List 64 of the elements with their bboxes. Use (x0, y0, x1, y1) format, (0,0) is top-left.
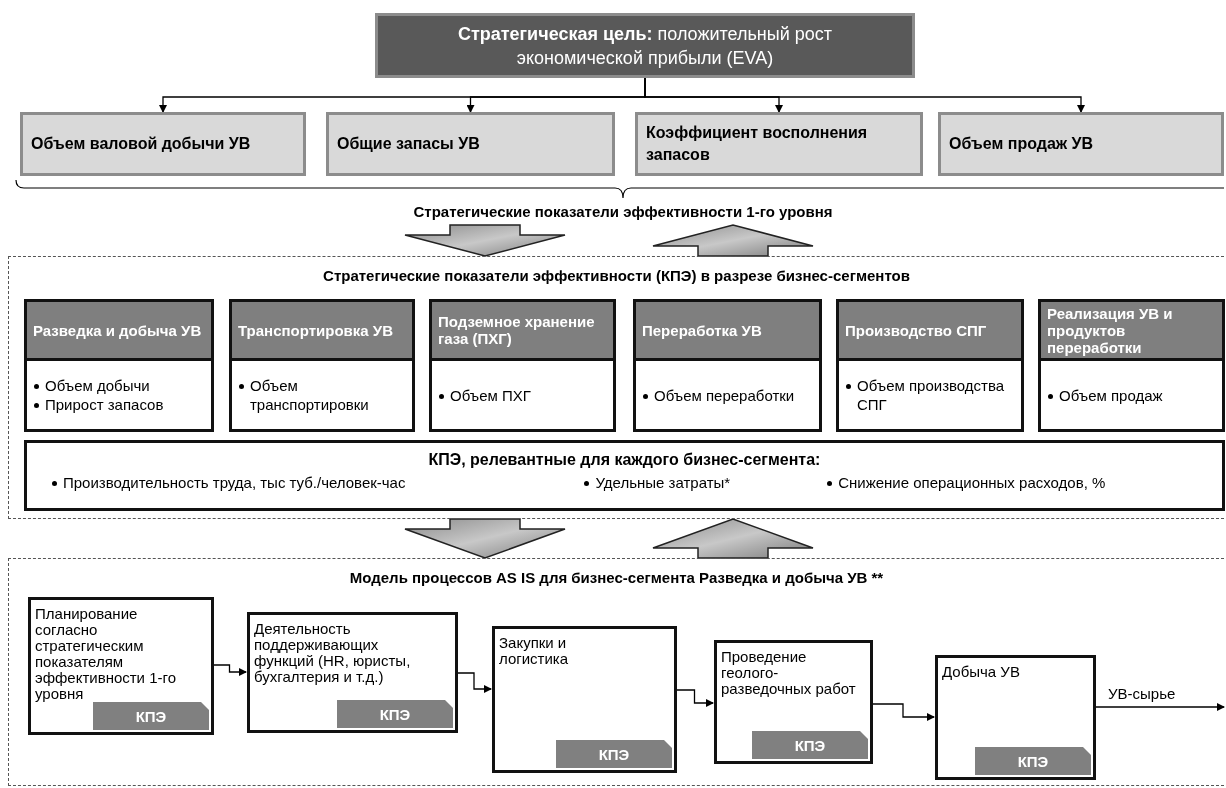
bullet-item: Производительность труда, тыс туб./человек-час (63, 474, 406, 491)
bullet-item: Объем ПХГ (450, 386, 531, 404)
arrow (1094, 703, 1225, 711)
segment-header: Подземное хранение газа (ПХГ) (432, 302, 613, 361)
dashed-section (8, 558, 1224, 786)
process-box (247, 612, 458, 733)
bullet-item: Снижение операционных расходов, % (838, 474, 1106, 491)
segment-box (229, 299, 415, 432)
kpi-tab: КПЭ (337, 700, 453, 728)
kpi-box (938, 112, 1224, 176)
process-text: Закупки и логистика (499, 635, 570, 667)
segment-header: Разведка и добыча УВ (27, 302, 211, 361)
segment-box (836, 299, 1024, 432)
process-box (714, 640, 873, 764)
process-box (492, 626, 677, 773)
block-arrow (404, 518, 566, 559)
segment-box (1038, 299, 1225, 432)
kpi-box (635, 112, 923, 176)
process-box (935, 655, 1096, 780)
segment-header: Переработка УВ (636, 302, 819, 361)
process-box (28, 597, 214, 735)
arrow (871, 703, 935, 721)
kpi-tab: КПЭ (93, 702, 209, 730)
bullet-item: Удельные затраты* (595, 474, 731, 491)
bullet-item: Объем переработки (654, 386, 795, 404)
kpi-text: Общие запасы УВ (337, 134, 480, 154)
bracket-label: Стратегические показатели эффективности 1-го уровня (413, 203, 833, 220)
process-text: Проведение геолого-разведочных работ (721, 649, 857, 697)
box-title: КПЭ, релевантные для каждого бизнес-сегмента: (428, 451, 821, 469)
common-kpi-box (24, 440, 1225, 511)
bullet-item: Прирост запасов (45, 396, 164, 413)
goal-box (375, 13, 915, 78)
section-title: Модель процессов AS IS для бизнес-сегмента Разведка и добыча УВ ** (349, 569, 884, 586)
kpi-box (20, 112, 306, 176)
process-text: Планирование согласно стратегическим показателям эффективности 1-го уровня (35, 606, 177, 702)
process-text: Добыча УВ (942, 664, 1021, 680)
block-arrow (404, 224, 566, 257)
kpi-text: Объем продаж УВ (949, 134, 1094, 154)
block-arrow (652, 518, 814, 559)
kpi-tab: КПЭ (556, 740, 672, 768)
kpi-tab: КПЭ (975, 747, 1091, 775)
bullet-item: Объем добычи (45, 377, 150, 394)
bullet-item: Объем производства СПГ (857, 377, 1005, 413)
arrow (675, 689, 714, 707)
segment-box (24, 299, 214, 432)
goal-text: Стратегическая цель: положительный рост экономической прибыли (EVA) (456, 22, 834, 70)
bullet-item: Объем транспортировки (250, 377, 369, 413)
process-text: Деятельность поддерживающих функций (HR, юристы, бухгалтерия и т.д.) (254, 621, 412, 685)
kpi-text: Коэффициент восполнения запасов (646, 123, 869, 165)
arrow (644, 77, 1085, 113)
segment-header: Реализация УВ и продуктов переработки (1041, 302, 1222, 361)
arrow (212, 664, 247, 676)
segment-header: Производство СПГ (839, 302, 1021, 361)
block-arrow (652, 224, 814, 257)
kpi-box (326, 112, 615, 176)
segment-box (633, 299, 822, 432)
section-title: Стратегические показатели эффективности (КПЭ) в разрезе бизнес-сегментов (323, 267, 910, 284)
segment-box (429, 299, 616, 432)
kpi-text: Объем валовой добычи УВ (31, 134, 251, 154)
segment-header: Транспортировка УВ (232, 302, 412, 361)
kpi-tab: КПЭ (752, 731, 868, 759)
arrow (456, 672, 492, 693)
bullet-item: Объем продаж (1059, 386, 1163, 404)
dashed-section (8, 256, 1224, 519)
